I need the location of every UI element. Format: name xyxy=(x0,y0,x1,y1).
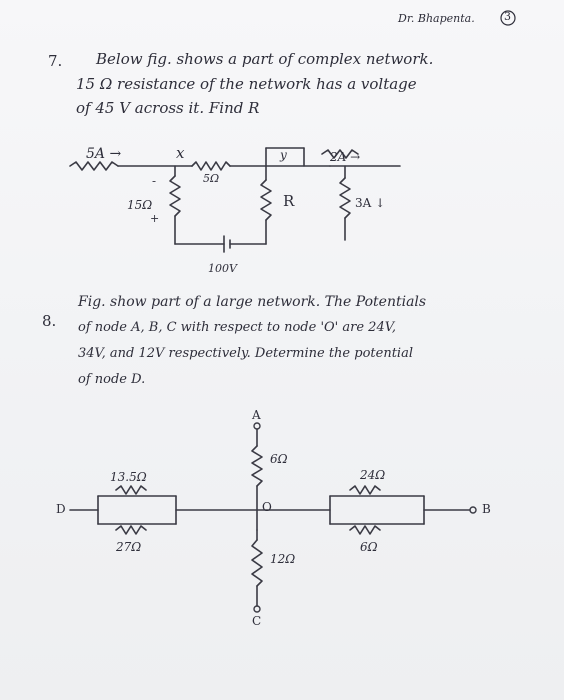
problem-7-number: 7. xyxy=(48,52,63,70)
resistor-label-r: R xyxy=(283,192,295,210)
problem-7-line-3: of 45 V across it. Find R xyxy=(76,99,260,117)
node-label-c: C xyxy=(252,614,262,628)
battery-minus-label: - xyxy=(152,174,157,188)
resistor-label-13-5-ohm: 13.5Ω xyxy=(110,470,147,484)
battery-label-100v: 100V xyxy=(208,262,237,275)
current-label-3a: 3A ↓ xyxy=(355,196,386,210)
current-label-5a: 5A → xyxy=(86,146,122,162)
node-label-b: B xyxy=(482,502,491,516)
node-label-d: D xyxy=(56,502,66,516)
page-number: 3 xyxy=(504,10,511,23)
resistor-label-27-ohm: 27Ω xyxy=(116,540,142,554)
problem-8-line-1: Fig. show part of a large network. The P… xyxy=(78,294,427,310)
resistor-label-6-ohm-top: 6Ω xyxy=(270,452,288,466)
problem-8-line-3: 34V, and 12V respectively. Determine the… xyxy=(78,346,413,361)
node-label-x: x xyxy=(176,144,185,162)
resistor-label-15-ohm: 15Ω xyxy=(127,198,153,212)
node-label-a: A xyxy=(252,408,261,422)
resistor-label-6-ohm-right: 6Ω xyxy=(360,540,378,554)
current-label-2a: 2A → xyxy=(330,150,361,164)
author-signature: Dr. Bhapenta. xyxy=(398,12,475,25)
problem-8-line-4: of node D. xyxy=(78,372,146,387)
problem-7-line-2: 15 Ω resistance of the network has a vol… xyxy=(76,75,417,93)
resistor-label-12-ohm: 12Ω xyxy=(270,552,296,566)
problem-8-line-2: of node A, B, C with respect to node 'O'… xyxy=(78,320,396,335)
problem-7-line-1: Below fig. shows a part of complex netwo… xyxy=(96,50,434,68)
resistor-label-24-ohm: 24Ω xyxy=(360,468,386,482)
node-label-y: y xyxy=(280,148,287,162)
resistor-label-5-ohm: 5Ω xyxy=(203,172,220,185)
problem-8-number: 8. xyxy=(42,312,57,330)
node-label-o: O xyxy=(262,500,272,514)
battery-plus-label: + xyxy=(150,212,160,225)
